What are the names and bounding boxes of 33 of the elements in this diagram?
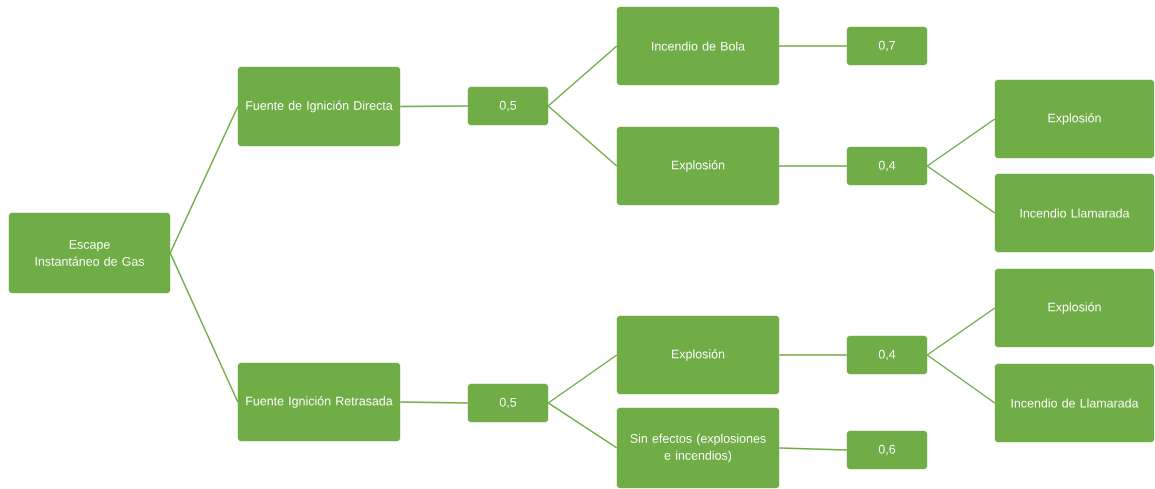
connector-line xyxy=(169,252,239,403)
connector-line xyxy=(547,105,618,167)
event-box: Explosión xyxy=(616,126,780,206)
event-box: Explosión xyxy=(994,79,1155,159)
connector-line xyxy=(547,45,618,107)
event-box: Fuente Ignición Retrasada xyxy=(237,362,401,442)
connector-line xyxy=(399,105,469,108)
connector-line xyxy=(778,447,848,451)
connector-line xyxy=(778,354,848,356)
connector-line xyxy=(926,307,996,356)
probability-box: 0,4 xyxy=(846,335,928,375)
event-box: Incendio de Llamarada xyxy=(994,363,1155,443)
event-box: Incendio Llamarada xyxy=(994,173,1155,253)
connector-line xyxy=(778,165,848,167)
connector-line xyxy=(778,45,848,47)
connector-line xyxy=(926,165,996,214)
probability-box: 0,5 xyxy=(467,383,549,423)
probability-box: 0,7 xyxy=(846,26,928,66)
event-box: Explosión xyxy=(994,268,1155,348)
connector-line xyxy=(547,402,618,449)
event-box: Escape Instantáneo de Gas xyxy=(8,212,171,294)
connector-line xyxy=(399,401,469,404)
connector-line xyxy=(547,354,618,404)
connector-line xyxy=(926,354,996,404)
event-box: Incendio de Bola xyxy=(616,6,780,86)
event-box: Explosión xyxy=(616,315,780,395)
event-box: Sin efectos (explosiones e incendios) xyxy=(616,407,780,489)
connector-line xyxy=(169,105,239,254)
probability-box: 0,6 xyxy=(846,430,928,470)
probability-box: 0,4 xyxy=(846,146,928,186)
event-box: Fuente de Ignición Directa xyxy=(237,66,401,147)
probability-box: 0,5 xyxy=(467,86,549,126)
connector-line xyxy=(926,118,996,167)
